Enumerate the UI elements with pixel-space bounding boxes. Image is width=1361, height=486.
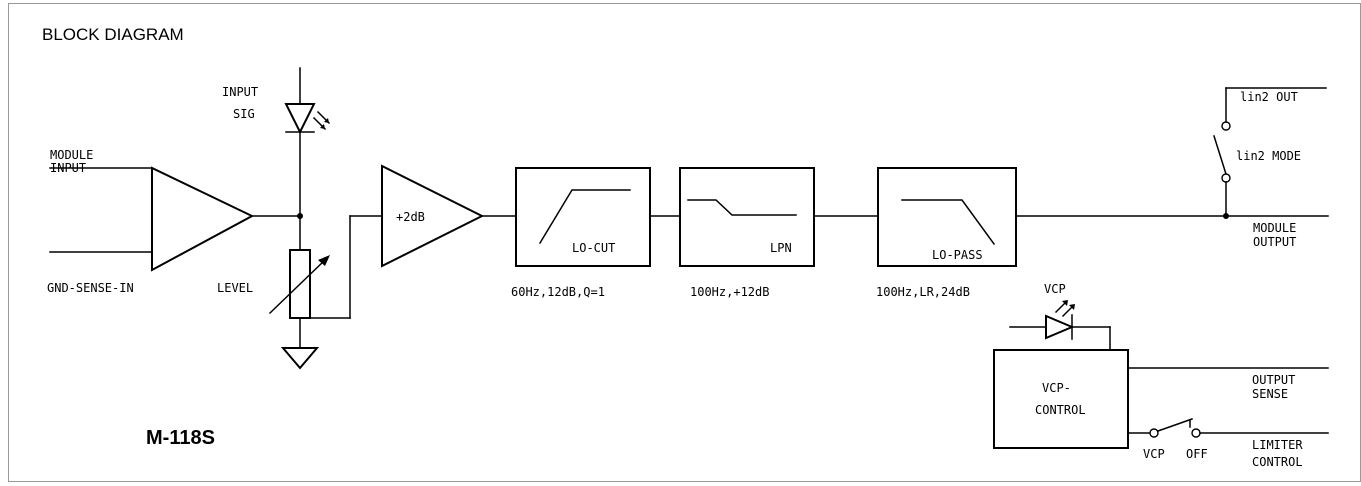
off-switch-label: OFF (1186, 447, 1208, 461)
lo-cut-curve-icon (538, 189, 631, 245)
input-lines (49, 167, 153, 253)
lo-pass-filter (877, 167, 1017, 267)
lpn-curve-icon (687, 199, 797, 216)
level-potentiometer (268, 215, 383, 349)
module-output-label-2: OUTPUT (1253, 235, 1296, 249)
vcp-off-switch (1127, 418, 1329, 438)
input-sig-led (284, 67, 331, 217)
module-input-label-1: MODULE (50, 148, 93, 162)
vcp-led-label: VCP (1044, 282, 1066, 296)
limiter-control-label-1: LIMITER (1252, 438, 1303, 452)
module-output-label-1: MODULE (1253, 221, 1296, 235)
output-sense-label-1: OUTPUT (1252, 373, 1295, 387)
ground-symbol (280, 347, 320, 370)
vcp-control-block (993, 349, 1129, 449)
lpn-filter (679, 167, 815, 267)
vcp-control-label-1: VCP- (1042, 381, 1071, 395)
lo-pass-label: LO-PASS (932, 248, 983, 262)
input-sig-label-1: INPUT (222, 85, 258, 99)
vcp-switch-label: VCP (1143, 447, 1165, 461)
lo-cut-label: LO-CUT (572, 241, 615, 255)
output-sense-label-2: SENSE (1252, 387, 1288, 401)
limiter-control-label-2: CONTROL (1252, 455, 1303, 469)
lo-cut-filter (515, 167, 651, 267)
lo-pass-spec: 100Hz,LR,24dB (876, 285, 970, 299)
lo-cut-spec: 60Hz,12dB,Q=1 (511, 285, 605, 299)
lo-pass-curve-icon (901, 199, 996, 246)
lin2-switch (1213, 87, 1327, 217)
lpn-label: LPN (770, 241, 792, 255)
module-input-label-2: INPUT (50, 161, 86, 175)
vcp-control-label-2: CONTROL (1035, 403, 1086, 417)
vcp-led (1009, 300, 1111, 351)
input-amplifier (151, 166, 255, 272)
gnd-sense-in-label: GND-SENSE-IN (47, 281, 134, 295)
diagram-title: BLOCK DIAGRAM (42, 25, 184, 44)
lpn-spec: 100Hz,+12dB (690, 285, 769, 299)
gain-amplifier (381, 164, 485, 268)
level-label: LEVEL (217, 281, 253, 295)
input-sig-label-2: SIG (233, 107, 255, 121)
model-label: M-118S (146, 427, 215, 449)
output-junction-dot (1223, 213, 1229, 219)
lin2-out-label: lin2 OUT (1240, 90, 1298, 104)
lin2-mode-label: lin2 MODE (1236, 149, 1301, 163)
gain-label: +2dB (396, 210, 425, 224)
